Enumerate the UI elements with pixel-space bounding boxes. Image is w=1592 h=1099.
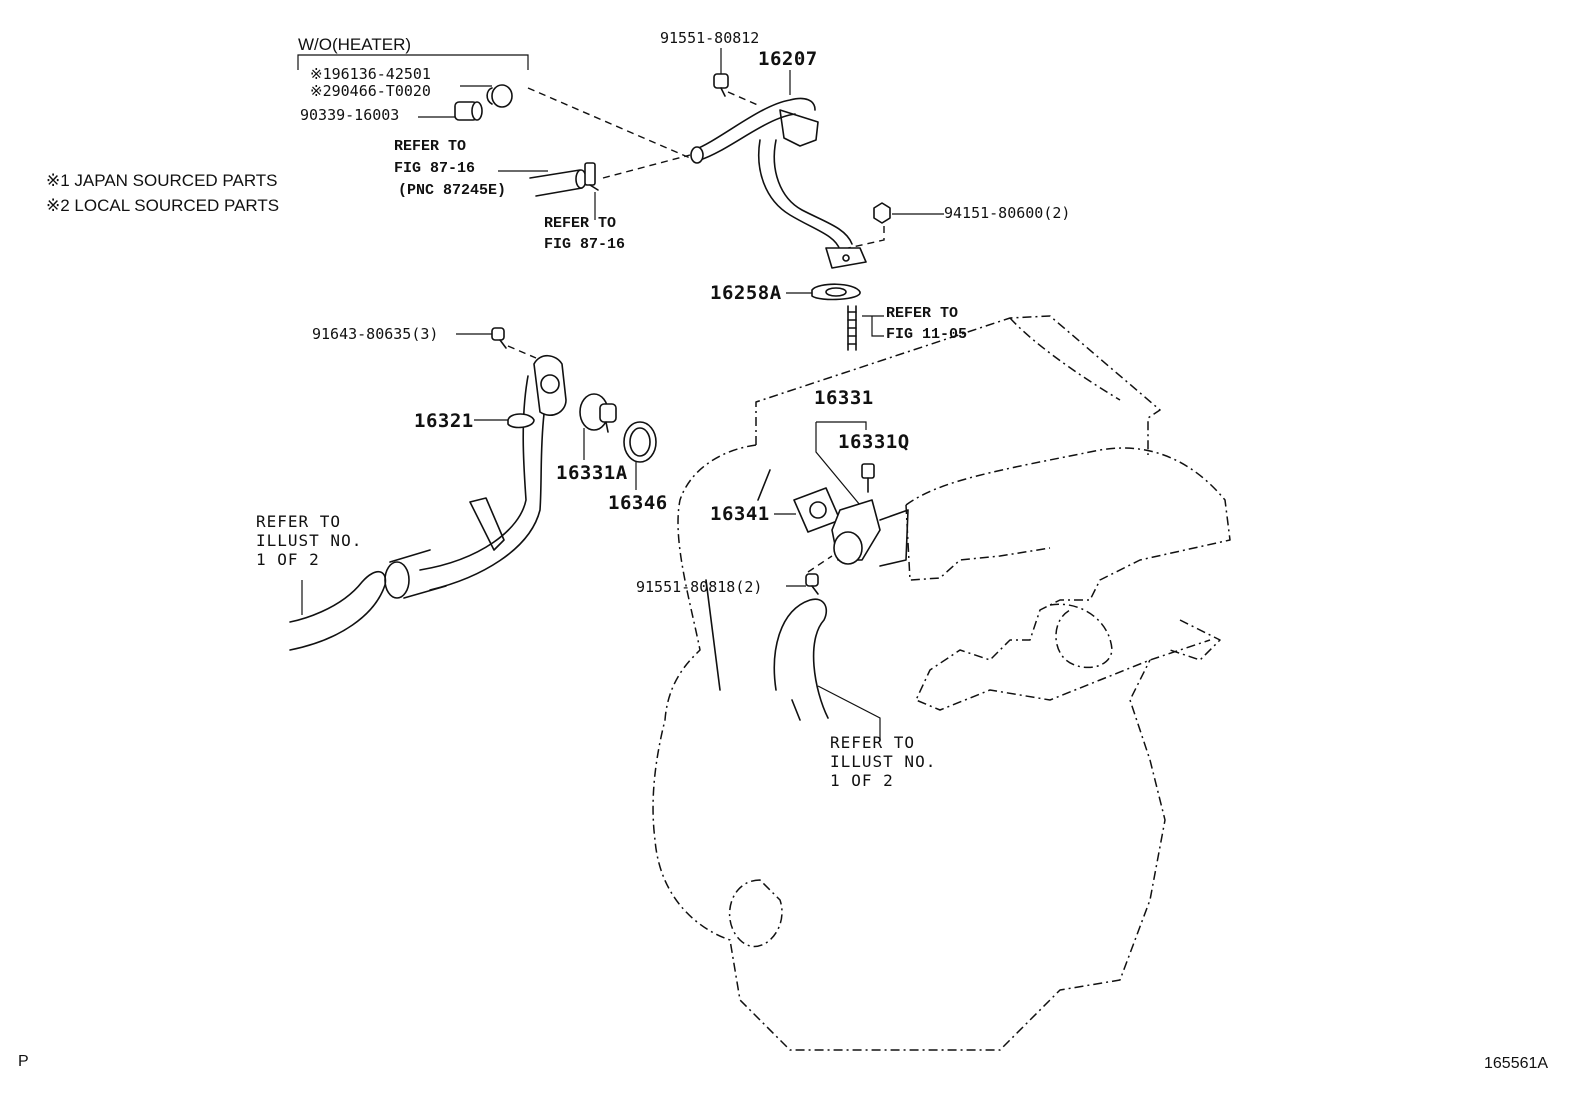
part-16331A: 16331A (556, 462, 628, 484)
corner-marker: P (18, 1053, 29, 1070)
bolt-91551-80818 (805, 573, 819, 595)
radiator-hose-left (289, 571, 387, 651)
heater-bracket (297, 54, 529, 70)
dash-nut (847, 226, 885, 249)
wo-heater-label: W/O(HEATER) (298, 35, 412, 54)
part-16258A: 16258A (710, 282, 782, 304)
engine-detail-lines (705, 469, 771, 691)
part-91643-80635: 91643-80635(3) (312, 325, 439, 343)
dash-heater (527, 87, 691, 159)
part-16331Q: 16331Q (838, 431, 910, 453)
stud-bolt (847, 305, 857, 351)
heater-hose-part (529, 169, 587, 197)
bolt-91643 (491, 327, 507, 349)
dash-bolt-91643 (507, 345, 537, 359)
part-91551-80818: 91551-80818(2) (636, 578, 763, 596)
part-16341: 16341 (710, 503, 770, 525)
part-196136-42501: ※196136-42501 (310, 65, 431, 83)
radiator-hose-bottom (773, 598, 829, 721)
bolt-91551-80812 (713, 73, 729, 97)
leader-16331 (815, 421, 867, 506)
water-bypass-pipe (690, 97, 867, 269)
hose-clip-part (584, 162, 599, 191)
dash-bolt-80812 (727, 91, 761, 107)
part-16321: 16321 (414, 410, 474, 432)
sensor-16331q (861, 463, 875, 493)
water-outlet-housing (831, 499, 909, 567)
part-16331: 16331 (814, 387, 874, 409)
gasket-16258a (811, 283, 861, 301)
part-90339-16003: 90339-16003 (300, 106, 400, 124)
part-16207: 16207 (758, 48, 818, 70)
plug-part (454, 101, 483, 121)
illustration-id: 165561A (1484, 1055, 1549, 1072)
note-local-sourced: ※2 LOCAL SOURCED PARTS (46, 196, 280, 215)
hose-clamp-part (486, 84, 513, 108)
part-16346: 16346 (608, 492, 668, 514)
o-ring-16321 (507, 413, 535, 429)
part-290466-T0020: ※290466-T0020 (310, 82, 431, 100)
gasket-16346 (623, 421, 657, 463)
engine-block-outline (652, 315, 1231, 1051)
part-94151-80600: 94151-80600(2) (944, 204, 1071, 222)
water-inlet-pipe (384, 354, 567, 599)
note-japan-sourced: ※1 JAPAN SOURCED PARTS (46, 171, 278, 190)
dash-clip (602, 154, 691, 179)
leader-11-05 (862, 315, 884, 337)
nut-94151 (873, 202, 891, 224)
leader-illust-bottom (817, 685, 881, 740)
dash-bolt-80818 (807, 555, 833, 573)
thermostat-16331a (579, 393, 617, 433)
part-91551-80812: 91551-80812 (660, 29, 760, 47)
